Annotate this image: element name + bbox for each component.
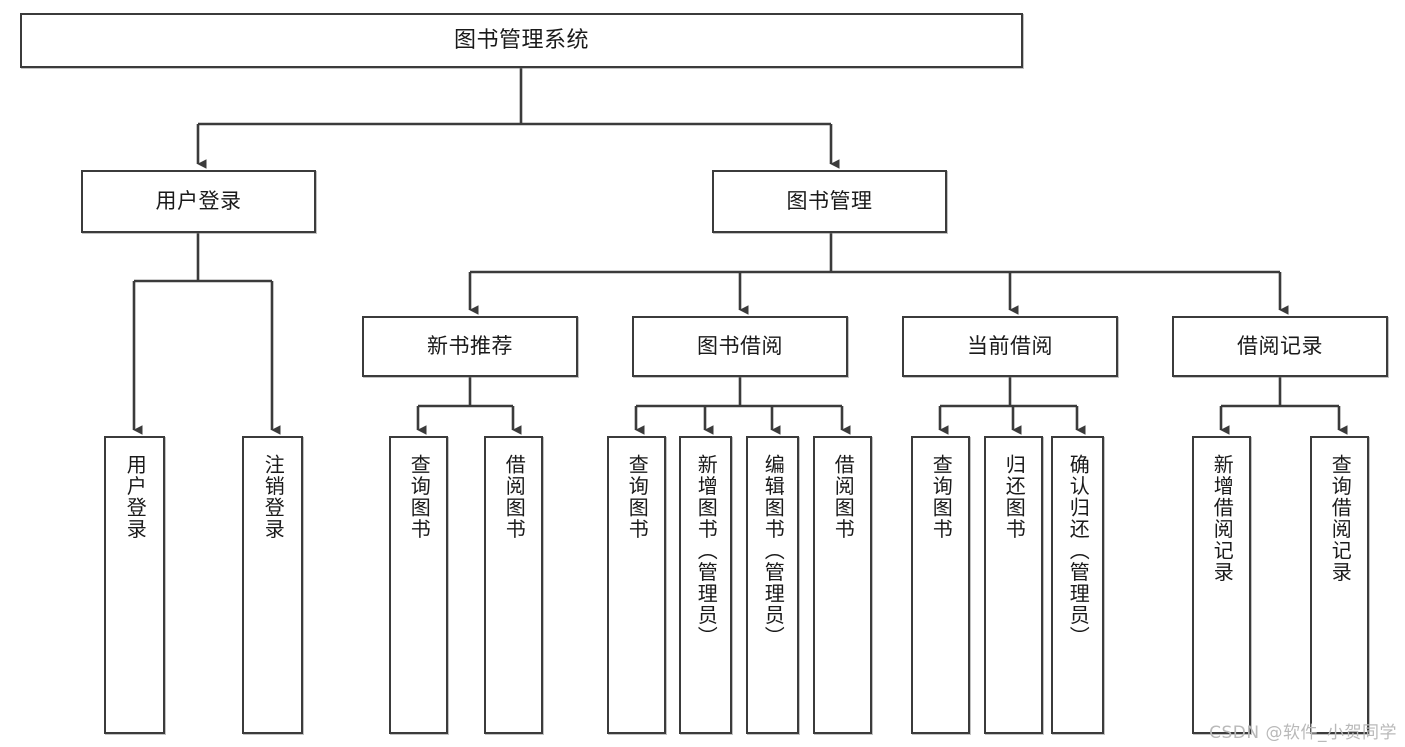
leaf-return-books[interactable]: 归还图书 — [984, 436, 1043, 734]
leaf-confirm-return-admin-label: 确认归还（管理员） — [1066, 454, 1091, 648]
node-book-borrow-label: 图书借阅 — [697, 334, 783, 359]
leaf-logout[interactable]: 注销登录 — [242, 436, 303, 734]
leaf-confirm-return-admin[interactable]: 确认归还（管理员） — [1051, 436, 1104, 734]
leaf-add-book-admin[interactable]: 新增图书（管理员） — [679, 436, 732, 734]
node-borrow-record[interactable]: 借阅记录 — [1172, 316, 1388, 377]
leaf-query-borrow-record[interactable]: 查询借阅记录 — [1310, 436, 1369, 734]
leaf-edit-book-admin-label: 编辑图书（管理员） — [761, 454, 786, 648]
csdn-watermark: CSDN @软件_小贺同学 — [1209, 723, 1397, 743]
leaf-borrow-books-recommend-label: 借阅图书 — [502, 454, 527, 540]
node-root-label: 图书管理系统 — [453, 27, 589, 53]
leaf-return-books-label: 归还图书 — [1002, 454, 1027, 540]
leaf-logout-label: 注销登录 — [261, 454, 286, 540]
node-current-borrow-label: 当前借阅 — [967, 334, 1053, 359]
leaf-user-login[interactable]: 用户登录 — [104, 436, 165, 734]
leaf-borrow-books-label: 借阅图书 — [831, 454, 856, 540]
leaf-query-books-recommend[interactable]: 查询图书 — [389, 436, 448, 734]
node-new-book-recommend-label: 新书推荐 — [427, 334, 513, 359]
leaf-borrow-books[interactable]: 借阅图书 — [813, 436, 872, 734]
leaf-query-books-current[interactable]: 查询图书 — [911, 436, 970, 734]
leaf-query-books-borrow[interactable]: 查询图书 — [607, 436, 666, 734]
node-user-login-label: 用户登录 — [155, 189, 242, 214]
leaf-edit-book-admin[interactable]: 编辑图书（管理员） — [746, 436, 799, 734]
node-borrow-record-label: 借阅记录 — [1237, 334, 1323, 359]
leaf-borrow-books-recommend[interactable]: 借阅图书 — [484, 436, 543, 734]
node-user-login[interactable]: 用户登录 — [81, 170, 316, 233]
leaf-add-book-admin-label: 新增图书（管理员） — [694, 454, 719, 648]
node-book-management-label: 图书管理 — [786, 189, 873, 214]
node-book-management[interactable]: 图书管理 — [712, 170, 947, 233]
leaf-query-books-current-label: 查询图书 — [929, 454, 954, 540]
leaf-add-borrow-record-label: 新增借阅记录 — [1210, 454, 1235, 583]
node-current-borrow[interactable]: 当前借阅 — [902, 316, 1118, 377]
node-book-borrow[interactable]: 图书借阅 — [632, 316, 848, 377]
node-root[interactable]: 图书管理系统 — [20, 13, 1023, 68]
leaf-add-borrow-record[interactable]: 新增借阅记录 — [1192, 436, 1251, 734]
node-new-book-recommend[interactable]: 新书推荐 — [362, 316, 578, 377]
leaf-user-login-label: 用户登录 — [123, 454, 148, 540]
leaf-query-books-borrow-label: 查询图书 — [625, 454, 650, 540]
leaf-query-books-recommend-label: 查询图书 — [407, 454, 432, 540]
leaf-query-borrow-record-label: 查询借阅记录 — [1328, 454, 1353, 583]
